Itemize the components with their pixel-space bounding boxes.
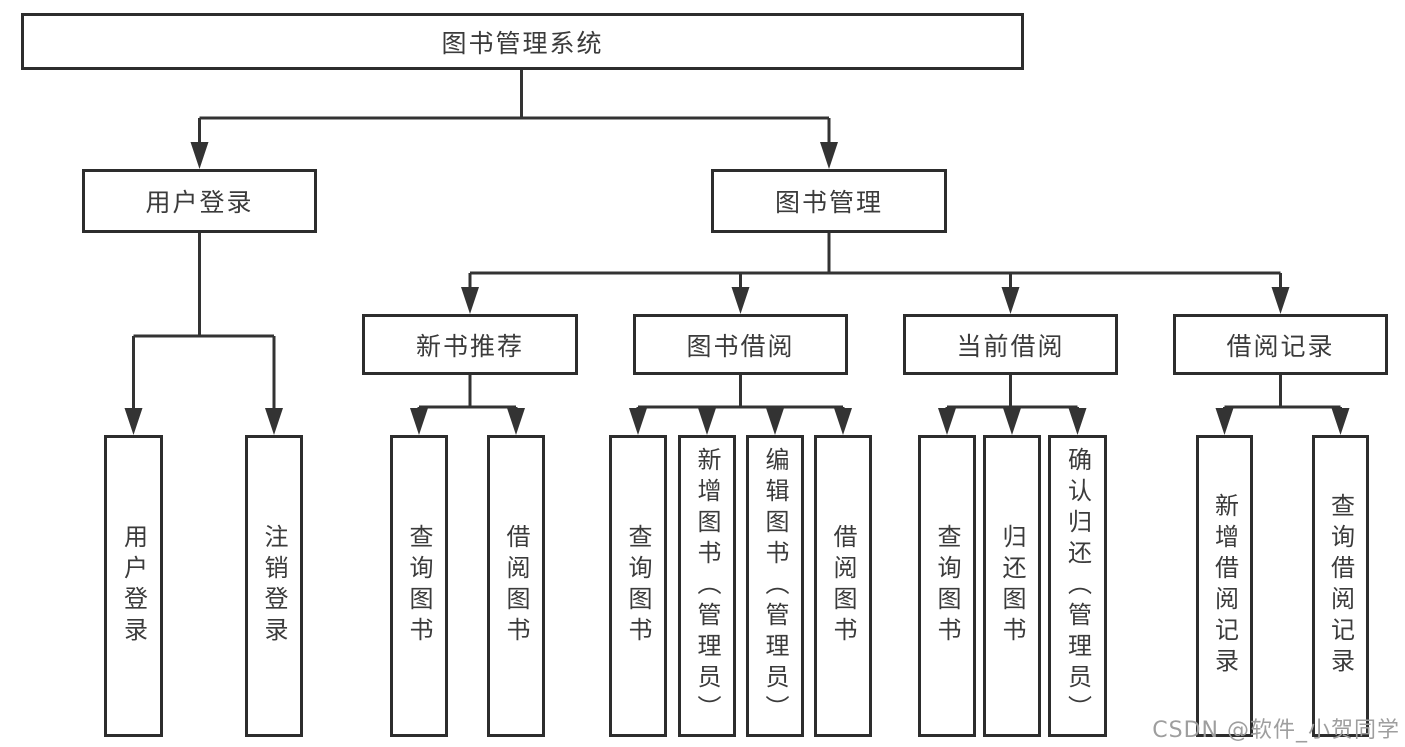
arrow-icon xyxy=(938,408,956,435)
arrow-icon xyxy=(190,142,209,169)
arrow-icon xyxy=(766,408,784,435)
edge-borrow-record xyxy=(1223,375,1342,412)
node-book-management: 图书管理 xyxy=(711,169,947,233)
arrow-icon xyxy=(820,142,838,169)
leaf-record-query-label: 查询借阅记录 xyxy=(1326,493,1355,679)
node-root-label: 图书管理系统 xyxy=(441,28,604,58)
leaf-current-return: 归还图书 xyxy=(983,435,1041,737)
node-user-login-label: 用户登录 xyxy=(145,188,254,217)
arrow-icon xyxy=(507,408,525,435)
leaf-user-login-label: 用户登录 xyxy=(119,524,148,648)
leaf-record-add: 新增借阅记录 xyxy=(1196,435,1253,737)
node-book-borrow-label: 图书借阅 xyxy=(686,331,795,361)
csdn-watermark: CSDN @软件_小贺同学 xyxy=(1152,718,1400,743)
node-book-borrow: 图书借阅 xyxy=(633,314,848,375)
edge-book-borrow xyxy=(636,375,845,412)
leaf-newbook-borrow: 借阅图书 xyxy=(487,435,545,737)
leaf-borrow-book-label: 借阅图书 xyxy=(829,524,857,648)
leaf-current-confirm-admin-label: 确认归还（管理员） xyxy=(1063,446,1092,726)
node-new-book-recommend: 新书推荐 xyxy=(362,314,578,375)
leaf-borrow-edit-admin: 编辑图书（管理员） xyxy=(746,435,804,737)
node-borrow-record: 借阅记录 xyxy=(1173,314,1388,375)
arrowheads xyxy=(124,142,1350,435)
leaf-record-query: 查询借阅记录 xyxy=(1312,435,1369,737)
arrow-icon xyxy=(629,408,647,435)
leaf-borrow-add-admin: 新增图书（管理员） xyxy=(678,435,736,737)
arrow-icon xyxy=(1215,408,1234,435)
edge-current-borrow xyxy=(945,375,1079,412)
edge-book-management xyxy=(468,233,1282,290)
leaf-logout: 注销登录 xyxy=(245,435,303,737)
node-new-book-recommend-label: 新书推荐 xyxy=(415,331,524,361)
leaf-borrow-query-label: 查询图书 xyxy=(624,524,652,648)
leaf-current-query-label: 查询图书 xyxy=(933,524,961,648)
leaf-newbook-borrow-label: 借阅图书 xyxy=(502,524,530,648)
leaf-record-add-label: 新增借阅记录 xyxy=(1210,493,1239,679)
edge-root xyxy=(198,70,831,146)
edge-new-book xyxy=(417,375,518,412)
edge-user-login xyxy=(132,233,276,412)
arrow-icon xyxy=(834,408,852,435)
leaf-borrow-add-admin-label: 新增图书（管理员） xyxy=(693,446,721,726)
node-current-borrow: 当前借阅 xyxy=(903,314,1118,375)
arrow-icon xyxy=(731,287,750,314)
arrow-icon xyxy=(1271,287,1290,314)
node-borrow-record-label: 借阅记录 xyxy=(1226,331,1335,361)
leaf-current-query: 查询图书 xyxy=(918,435,976,737)
arrow-icon xyxy=(265,408,283,435)
node-root: 图书管理系统 xyxy=(21,13,1024,70)
node-current-borrow-label: 当前借阅 xyxy=(956,331,1065,361)
arrow-icon xyxy=(124,408,143,435)
arrow-icon xyxy=(698,408,716,435)
leaf-newbook-query: 查询图书 xyxy=(390,435,448,737)
node-user-login: 用户登录 xyxy=(82,169,317,233)
arrow-icon xyxy=(461,287,479,314)
arrow-icon xyxy=(1003,408,1021,435)
arrow-icon xyxy=(1001,287,1020,314)
node-book-management-label: 图书管理 xyxy=(774,188,883,217)
arrow-icon xyxy=(1068,408,1087,435)
arrow-icon xyxy=(410,408,428,435)
leaf-borrow-book: 借阅图书 xyxy=(814,435,872,737)
leaf-borrow-query: 查询图书 xyxy=(609,435,667,737)
leaf-logout-label: 注销登录 xyxy=(260,524,288,648)
leaf-borrow-edit-admin-label: 编辑图书（管理员） xyxy=(761,446,789,726)
arrow-icon xyxy=(1331,408,1350,435)
leaf-current-confirm-admin: 确认归还（管理员） xyxy=(1048,435,1107,737)
tree-edges xyxy=(132,70,1342,412)
leaf-user-login: 用户登录 xyxy=(104,435,163,737)
leaf-newbook-query-label: 查询图书 xyxy=(405,524,433,648)
leaf-current-return-label: 归还图书 xyxy=(998,524,1026,648)
